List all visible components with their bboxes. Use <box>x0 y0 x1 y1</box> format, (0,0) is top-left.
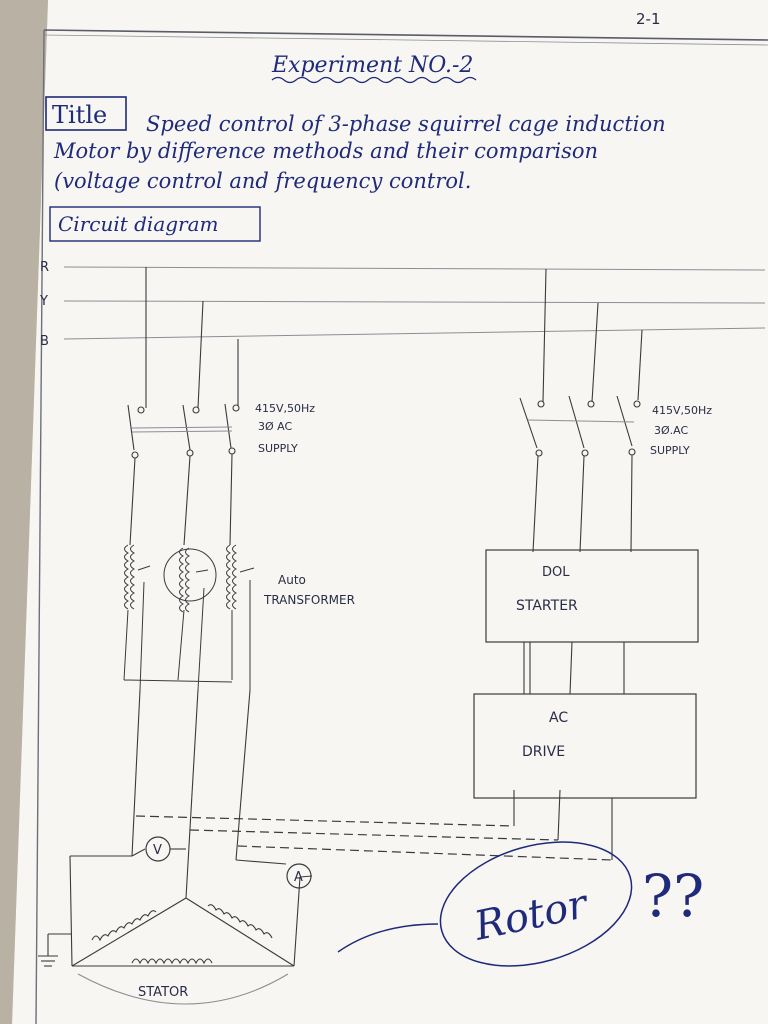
paper-sheet <box>12 0 768 1024</box>
left-supply-phase: 3Ø AC <box>258 420 292 433</box>
rotor-arrow <box>337 923 439 953</box>
right-supply-phase: 3Ø.AC <box>654 424 688 437</box>
right-supply-label: SUPPLY <box>650 444 690 457</box>
circuit-heading-box <box>49 206 261 242</box>
dol-to-drive-wires <box>523 641 625 695</box>
right-supply-voltage: 415V,50Hz <box>652 404 712 417</box>
left-supply-label: SUPPLY <box>258 442 298 455</box>
ammeter <box>286 863 312 889</box>
auto-transformer-label-1: Auto <box>278 573 306 587</box>
heading-underline <box>271 76 477 84</box>
rotor-ellipse <box>439 841 633 967</box>
ac-drive-label-2: DRIVE <box>522 744 565 760</box>
circuit-heading: Circuit diagram <box>58 212 219 236</box>
bus-line-r <box>63 266 766 271</box>
right-switch <box>519 268 643 553</box>
page-number: 2-1 <box>636 10 661 28</box>
left-switch <box>127 267 240 546</box>
stator-feed-wires <box>38 689 313 967</box>
dashed-links <box>135 815 613 861</box>
auto-transformer-label-2: TRANSFORMER <box>263 593 355 607</box>
experiment-heading: Experiment NO.-2 <box>271 53 473 78</box>
stator-label: STATOR <box>138 985 188 1000</box>
left-margin-rule <box>35 29 45 1024</box>
top-rule-2 <box>43 34 768 46</box>
stator-delta <box>71 897 295 1005</box>
dol-starter-box <box>485 549 699 643</box>
auto-transformer-coils <box>123 544 255 691</box>
ac-drive-box <box>473 693 697 799</box>
bus-line-b <box>63 327 766 340</box>
line-label-r: R <box>40 260 49 275</box>
title-line-3: (voltage control and frequency control. <box>54 169 471 193</box>
line-label-y: Y <box>39 294 48 309</box>
dol-starter-label-1: DOL <box>542 565 570 580</box>
title-line-1: Speed control of 3-phase squirrel cage i… <box>146 112 666 136</box>
left-supply-voltage: 415V,50Hz <box>255 402 315 415</box>
dol-starter-label-2: STARTER <box>516 598 578 614</box>
line-label-b: B <box>40 334 49 349</box>
question-marks: ?? <box>642 862 704 930</box>
title-box <box>45 96 127 131</box>
bus-line-y <box>63 300 766 304</box>
ac-drive-label-1: AC <box>549 710 568 726</box>
ammeter-label: A <box>294 870 303 885</box>
voltmeter-label: V <box>153 843 162 858</box>
voltmeter <box>145 836 171 862</box>
drive-output-wires <box>513 789 613 860</box>
title-box-label: Title <box>52 101 107 129</box>
title-line-2: Motor by difference methods and their co… <box>53 139 598 163</box>
paper-shadow <box>0 0 48 1024</box>
top-rule <box>43 29 768 41</box>
